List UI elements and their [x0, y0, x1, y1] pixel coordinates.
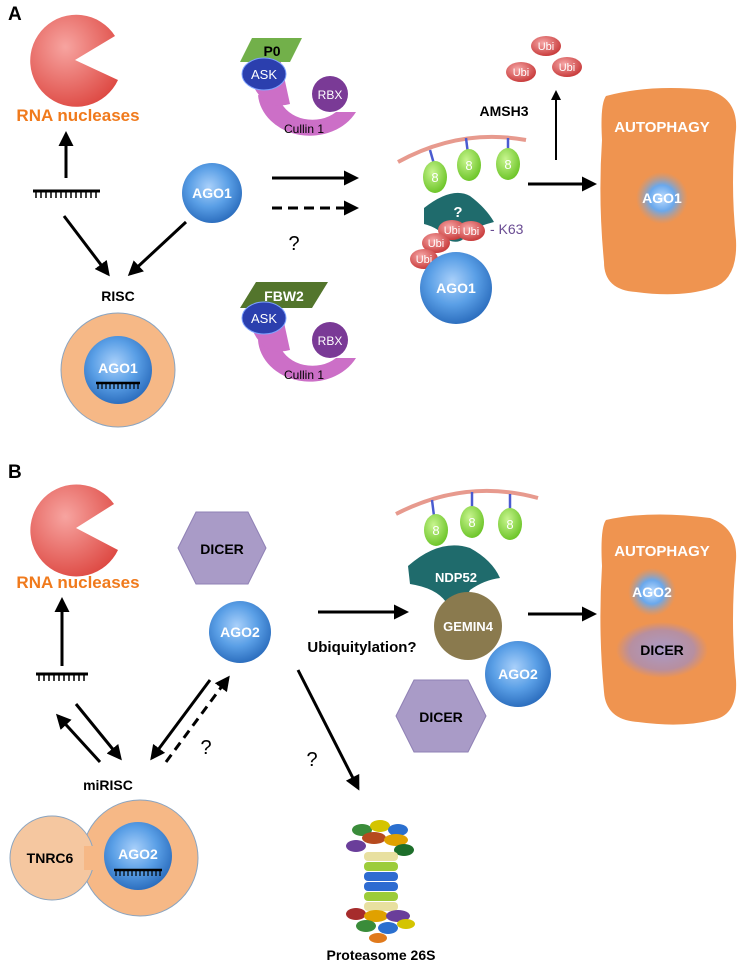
small-rna-icon	[33, 189, 100, 198]
tnrc6-label: TNRC6	[27, 850, 74, 866]
arrow-ago1-to-risc	[127, 220, 188, 277]
atg8-a-3: 8	[504, 157, 511, 172]
ago1-autophagy	[636, 172, 688, 224]
ago2-free	[209, 601, 271, 663]
ago2-autophagy-label: AGO2	[632, 584, 672, 600]
rbx-bottom-label: RBX	[318, 334, 343, 348]
ask-bottom-label: ASK	[251, 311, 277, 326]
ago1-in-risc	[84, 336, 152, 404]
ndp52-shape	[408, 545, 500, 604]
scf-p0-complex: P0 ASK RBX Cullin 1	[240, 38, 356, 136]
arrow-to-proteasome	[296, 669, 360, 791]
ubi-free-1: Ubi	[538, 41, 555, 53]
question-mark-b-2: ?	[306, 749, 317, 771]
dicer-complex-shape	[395, 679, 487, 753]
dicer-free-label: DICER	[200, 541, 244, 557]
dicer-autophagy	[616, 622, 708, 678]
atg8-b-1: 8	[432, 523, 439, 538]
small-rna-b-icon	[36, 672, 88, 681]
ubiquitylation-label: Ubiquitylation?	[307, 639, 416, 656]
proteasome-label: Proteasome 26S	[327, 947, 436, 963]
ago1-free	[182, 163, 242, 223]
autophagy-a-label: AUTOPHAGY	[614, 119, 710, 136]
ago1-free-label: AGO1	[192, 185, 232, 201]
ago2-free-label: AGO2	[220, 624, 260, 640]
rna-nuclease-pacman-b-icon	[30, 484, 118, 577]
mirisc-srna-icon	[114, 868, 162, 876]
arrow-srna-to-risc	[62, 215, 110, 277]
arrow-mirisc-to-ago2-dashed	[164, 675, 230, 763]
dicer-free-shape	[177, 511, 267, 585]
ubi-2: Ubi	[463, 226, 480, 238]
panel-b-letter: B	[8, 462, 22, 483]
ago2-complex-label: AGO2	[498, 666, 538, 682]
atg8-a-1: 8	[431, 170, 438, 185]
ndp52-label: NDP52	[435, 570, 477, 585]
gemin4-label: GEMIN4	[443, 619, 494, 634]
ubi-3: Ubi	[428, 238, 445, 250]
ago1-autophagy-label: AGO1	[642, 190, 682, 206]
atg8-group-b: 8 8 8	[424, 492, 522, 546]
rna-nucleases-label: RNA nucleases	[16, 106, 139, 125]
dicer-autophagy-label: DICER	[640, 642, 684, 658]
arrow-ago2-to-mirisc	[150, 679, 212, 761]
membrane-b	[395, 488, 539, 516]
mirisc-label: miRISC	[83, 777, 133, 793]
question-mark-a: ?	[288, 233, 299, 255]
atg8-a-2: 8	[465, 158, 472, 173]
fbw2-label: FBW2	[264, 288, 304, 304]
ask-top-label: ASK	[251, 67, 277, 82]
ago1-target	[420, 252, 492, 324]
gemin4-shape	[434, 592, 502, 660]
tnrc6-junction	[84, 846, 100, 870]
ago2-in-mirisc	[104, 822, 172, 890]
ago2-complex	[485, 641, 551, 707]
rna-nucleases-b-label: RNA nucleases	[16, 573, 139, 592]
ubi-free-3: Ubi	[559, 62, 576, 74]
ubi-1: Ubi	[444, 225, 461, 237]
atg8-group-a: 8 8 8	[423, 137, 520, 193]
arrow-mirisc-to-srna	[55, 713, 102, 764]
ubi-4: Ubi	[416, 254, 433, 266]
ubiquitin-chain: Ubi Ubi Ubi Ubi	[410, 220, 485, 269]
cullin-bottom-label: Cullin 1	[284, 368, 324, 382]
risc-srna-icon	[96, 381, 140, 389]
fbw2-shape	[240, 282, 328, 308]
rbx-top-label: RBX	[318, 88, 343, 102]
autophagy-b-label: AUTOPHAGY	[614, 543, 710, 560]
k63-label: - K63	[490, 221, 524, 237]
atg8-b-3: 8	[506, 517, 513, 532]
p0-shape	[240, 38, 302, 62]
scf-fbw2-complex: FBW2 ASK RBX Cullin 1	[240, 282, 356, 382]
rna-nuclease-pacman-icon	[30, 14, 118, 107]
ago2-autophagy	[628, 568, 676, 616]
amsh3-label: AMSH3	[479, 103, 528, 119]
panel-a-letter: A	[8, 4, 22, 25]
rbx-top-shape	[312, 76, 348, 112]
ubi-free-2: Ubi	[513, 67, 530, 79]
receptor-question: ?	[453, 204, 462, 221]
dicer-complex-label: DICER	[419, 709, 463, 725]
question-mark-b-1: ?	[200, 737, 211, 759]
atg8-b-2: 8	[468, 515, 475, 530]
membrane-a	[397, 134, 527, 164]
ask-bottom-shape	[241, 301, 287, 335]
arrow-srna-to-mirisc	[74, 703, 122, 761]
rbx-bottom-shape	[312, 322, 348, 358]
ago2-in-mirisc-label: AGO2	[118, 846, 158, 862]
proteasome-26s-icon	[346, 820, 415, 943]
free-ubiquitins: Ubi Ubi Ubi	[506, 36, 582, 82]
cullin-top-label: Cullin 1	[284, 122, 324, 136]
ask-top-shape	[241, 57, 287, 91]
ago1-target-label: AGO1	[436, 280, 476, 296]
p0-label: P0	[263, 43, 280, 59]
risc-label: RISC	[101, 288, 134, 304]
ago1-in-risc-label: AGO1	[98, 360, 138, 376]
